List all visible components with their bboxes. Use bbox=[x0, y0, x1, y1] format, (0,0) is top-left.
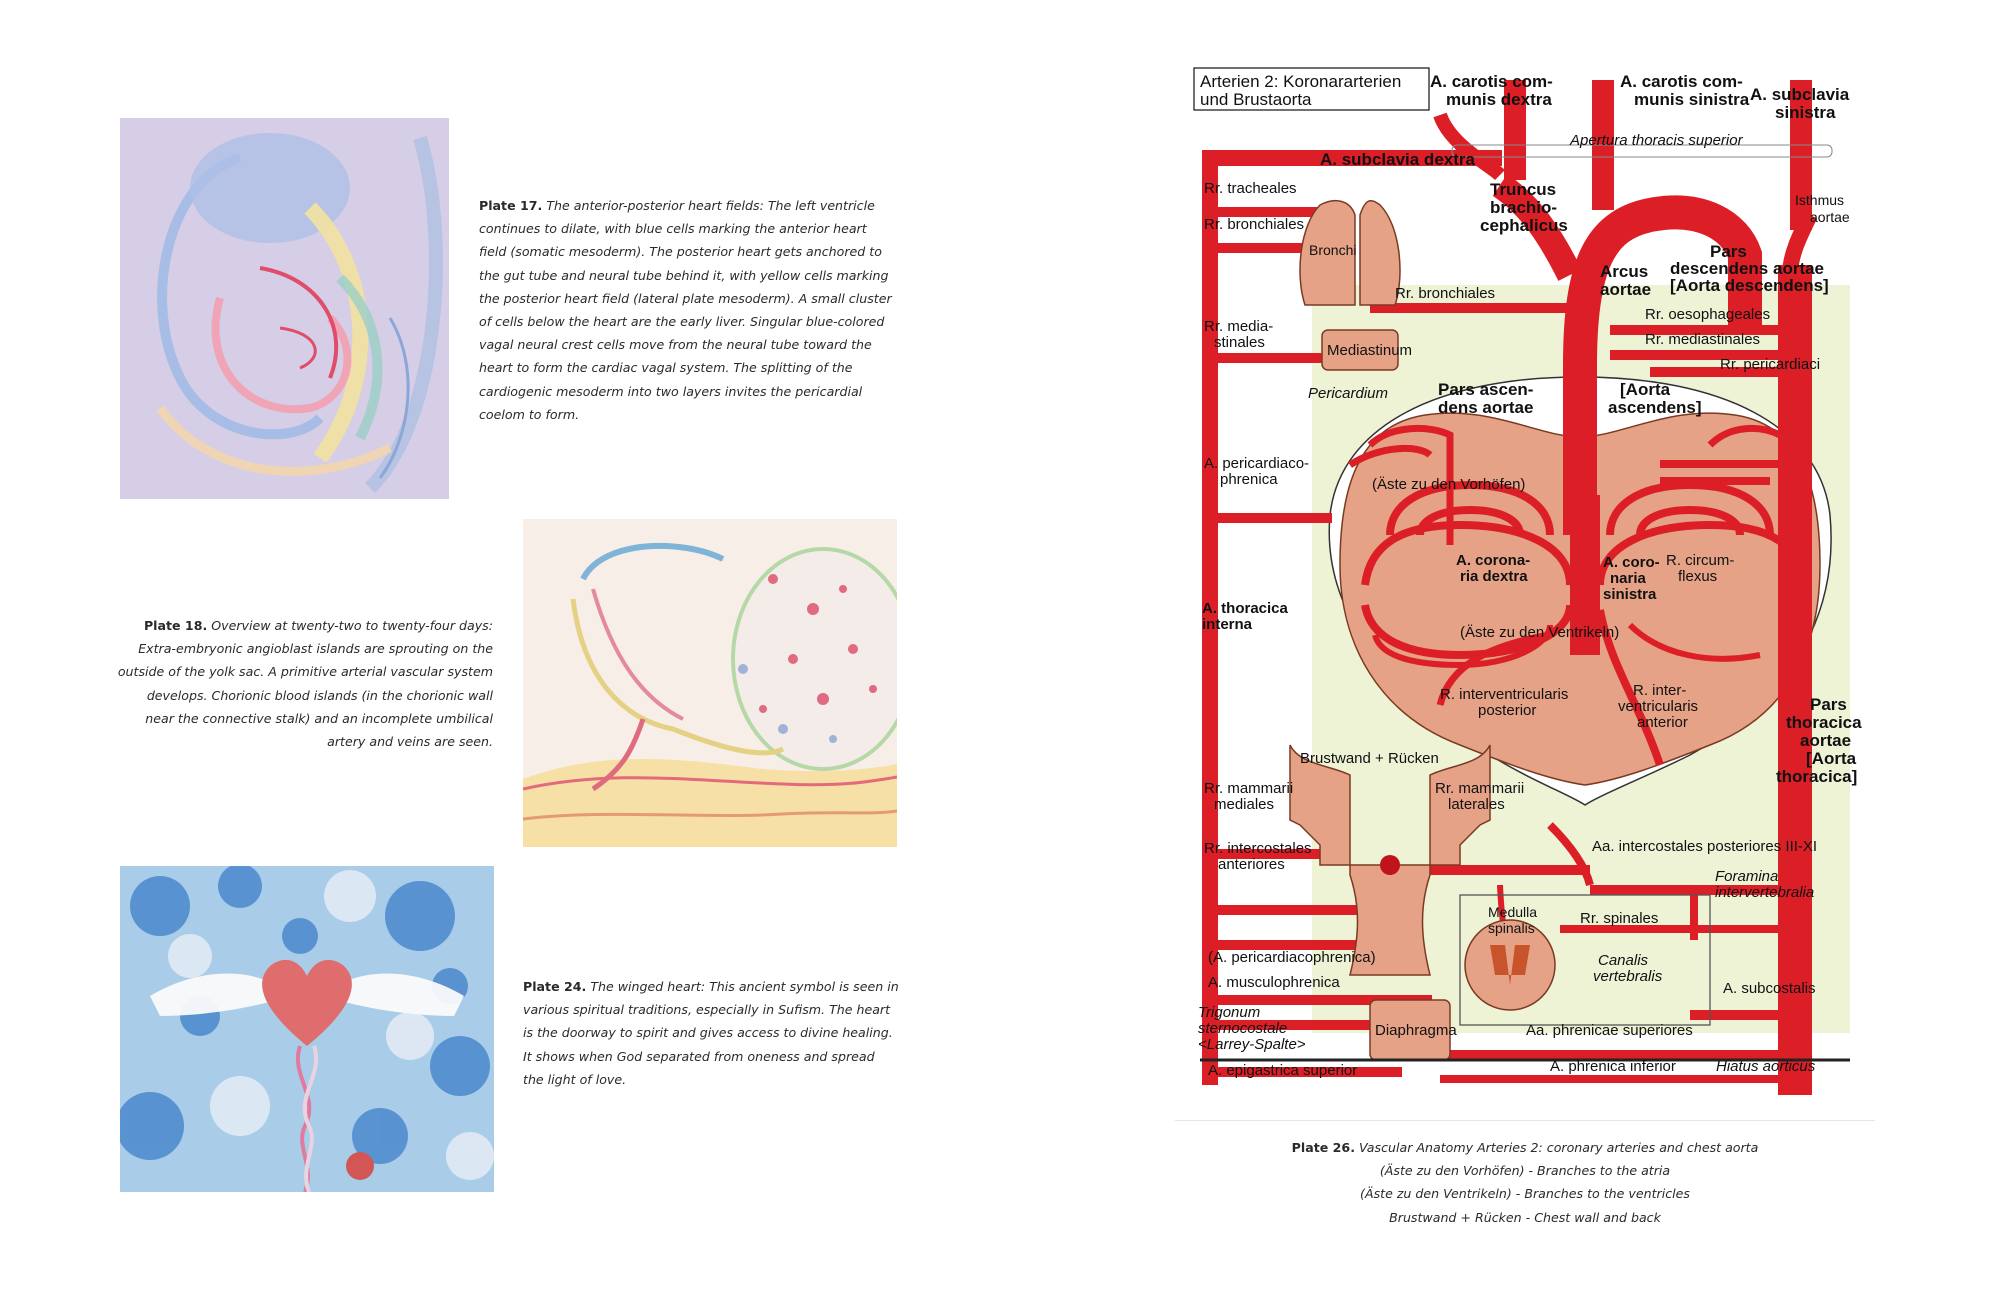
plate-18-caption: Plate 18. Overview at twenty-two to twen… bbox=[118, 614, 493, 753]
label-arcus: Arcus aortae bbox=[1600, 262, 1653, 299]
label-coronaria-dextra: A. corona- ria dextra bbox=[1456, 552, 1534, 585]
plate-18-line: Extra-embryonic angioblast islands are s… bbox=[138, 641, 493, 656]
label-phrenicae-superiores: Aa. phrenicae superiores bbox=[1526, 1022, 1693, 1039]
plate-26-line: Vascular Anatomy Arteries 2: coronary ar… bbox=[1359, 1140, 1758, 1155]
plate-24-line: various spiritual traditions, especially… bbox=[523, 1002, 890, 1017]
plate-17-caption: Plate 17. The anterior-posterior heart f… bbox=[479, 194, 892, 426]
plate-24-label: Plate 24. bbox=[523, 979, 586, 994]
plate-17-line: the gut tube and neural tube behind it, … bbox=[479, 268, 888, 283]
label-bronchiales-right: Rr. bronchiales bbox=[1395, 285, 1495, 302]
label-pericardiaci: Rr. pericardiaci bbox=[1720, 356, 1820, 373]
arteries-diagram-svg: Arterien 2: Koronararterien und Brustaor… bbox=[1190, 65, 1867, 1100]
label-musculophrenica: A. musculophrenica bbox=[1208, 974, 1340, 991]
label-truncus: Truncus brachio- cephalicus bbox=[1480, 180, 1568, 235]
label-oesophageales: Rr. oesophageales bbox=[1645, 306, 1770, 323]
label-bronchiales-left: Rr. bronchiales bbox=[1204, 216, 1304, 233]
plate-17-line: vagal neural crest cells move from the n… bbox=[479, 337, 872, 352]
plate-24-line: is the doorway to spirit and gives acces… bbox=[523, 1025, 893, 1040]
plate-18-line: Overview at twenty-two to twenty-four da… bbox=[211, 618, 493, 633]
diagram-divider bbox=[1175, 1120, 1875, 1121]
label-phrenica-inferior: A. phrenica inferior bbox=[1550, 1058, 1676, 1075]
plate-17-line: cardiogenic mesoderm into two layers inv… bbox=[479, 384, 862, 399]
plate-18-painting bbox=[523, 519, 897, 847]
label-medulla: Medulla spinalis bbox=[1488, 904, 1541, 936]
plate-24-line: It shows when God separated from oneness… bbox=[523, 1049, 875, 1064]
plate-24-painting bbox=[120, 866, 494, 1192]
plate-17-line: field (somatic mesoderm). The posterior … bbox=[479, 244, 882, 259]
label-diaphragma: Diaphragma bbox=[1375, 1022, 1457, 1039]
plate-24-caption: Plate 24. The winged heart: This ancient… bbox=[523, 975, 899, 1091]
label-carotis-sinistra: A. carotis com- munis sinistra bbox=[1620, 72, 1750, 109]
plate-17-painting bbox=[120, 118, 449, 499]
plate-18-line: artery and veins are seen. bbox=[327, 734, 493, 749]
label-carotis-dextra: A. carotis com- munis dextra bbox=[1430, 72, 1558, 109]
label-pericardium: Pericardium bbox=[1308, 385, 1388, 402]
plate-26-caption: Plate 26. Vascular Anatomy Arteries 2: c… bbox=[1175, 1136, 1875, 1229]
plate-18-line: near the connective stalk) and an incomp… bbox=[145, 711, 493, 726]
plate-17-line: The anterior-posterior heart fields: The… bbox=[546, 198, 875, 213]
label-bronchi: Bronchi bbox=[1309, 242, 1356, 258]
plate-18-line: develops. Chorionic blood islands (in th… bbox=[147, 688, 493, 703]
label-spinales: Rr. spinales bbox=[1580, 910, 1658, 927]
plate-17-line: continues to dilate, with blue cells mar… bbox=[479, 221, 867, 236]
label-epigastrica: A. epigastrica superior bbox=[1208, 1062, 1357, 1079]
plate-17-line: the posterior heart field (lateral plate… bbox=[479, 291, 892, 306]
label-brustwand: Brustwand + Rücken bbox=[1300, 750, 1439, 767]
plate-26-diagram: Arterien 2: Koronararterien und Brustaor… bbox=[1190, 65, 1867, 1100]
plate-18-label: Plate 18. bbox=[144, 618, 207, 633]
label-hiatus: Hiatus aorticus bbox=[1716, 1058, 1816, 1075]
plate-17-line: of cells below the heart are the early l… bbox=[479, 314, 884, 329]
label-mediastinum: Mediastinum bbox=[1327, 342, 1412, 359]
plate-26-label: Plate 26. bbox=[1292, 1140, 1355, 1155]
plate-24-line: the light of love. bbox=[523, 1072, 626, 1087]
label-pericardiacophrenica-paren: (A. pericardiacophrenica) bbox=[1208, 949, 1376, 966]
plate-26-line: (Äste zu den Ventrikeln) - Branches to t… bbox=[1360, 1186, 1690, 1201]
plate-17-line: heart to form the cardiac vagal system. … bbox=[479, 360, 853, 375]
plate-18-line: outside of the yolk sac. A primitive art… bbox=[118, 664, 493, 679]
plate-17-label: Plate 17. bbox=[479, 198, 542, 213]
label-aeste-vorhoefe: (Äste zu den Vorhöfen) bbox=[1372, 476, 1525, 493]
label-pars-ascendens: Pars ascen- dens aortae bbox=[1438, 380, 1538, 417]
label-subclavia-dextra: A. subclavia dextra bbox=[1320, 150, 1476, 169]
label-aeste-ventrikel: (Äste zu den Ventrikeln) bbox=[1460, 624, 1619, 641]
plate-24-line: The winged heart: This ancient symbol is… bbox=[590, 979, 898, 994]
plate-26-line: Brustwand + Rücken - Chest wall and back bbox=[1389, 1210, 1661, 1225]
label-mediastinales: Rr. mediastinales bbox=[1645, 331, 1760, 348]
plate-26-line: (Äste zu den Vorhöfen) - Branches to the… bbox=[1380, 1163, 1670, 1178]
plate-17-line: coelom to form. bbox=[479, 407, 579, 422]
label-apertura: Apertura thoracis superior bbox=[1569, 132, 1744, 149]
label-subcostalis: A. subcostalis bbox=[1723, 980, 1816, 997]
label-intercostales-posteriores: Aa. intercostales posteriores III-XI bbox=[1592, 838, 1817, 855]
label-tracheales: Rr. tracheales bbox=[1204, 180, 1297, 197]
